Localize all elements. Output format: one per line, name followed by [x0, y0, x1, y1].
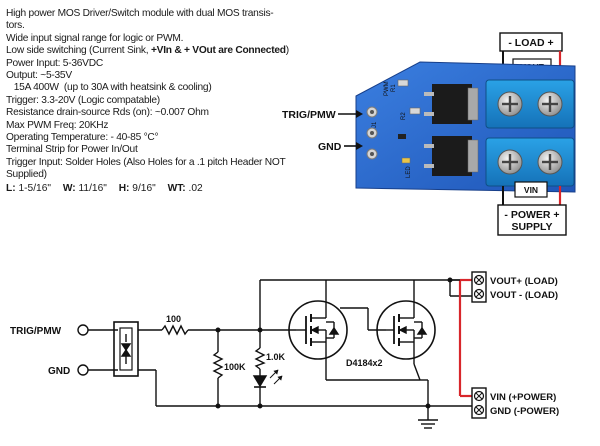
gnd-minus-label: GND (-POWER): [490, 406, 559, 417]
terminal-block-top: [485, 79, 575, 129]
dim-h-value: 9/16": [132, 182, 156, 194]
r100k-label: 100K: [224, 362, 246, 372]
spec-text: ): [285, 45, 289, 57]
spec-line: Max PWM Freq: 20KHz: [6, 119, 109, 131]
vin-label: VIN: [524, 185, 538, 195]
silk-r1: R1: [391, 84, 397, 92]
mosfet-bottom: [424, 136, 479, 176]
mosfet-1: [288, 296, 348, 364]
load-box: - LOAD +: [499, 32, 563, 52]
power-label: - POWER +: [504, 209, 559, 221]
led-part: [401, 157, 411, 164]
resistor-100k: [212, 351, 224, 379]
board-gnd-label: GND: [318, 141, 342, 153]
spec-text: Low side switching (Current Sink,: [6, 45, 151, 57]
spec-line: Output: ~5-35V: [6, 70, 72, 82]
spec-line: Trigger: 3.3-20V (Logic compatable): [6, 94, 160, 106]
smd-resistor: [409, 107, 421, 115]
header-connector: [113, 321, 139, 377]
resistor-100: [161, 324, 189, 336]
arrow-head: [356, 110, 363, 118]
silk-j1: J1: [372, 121, 378, 128]
arrow-head: [356, 142, 363, 150]
gnd-input-terminal: [77, 364, 89, 376]
dim-h-label: H:: [118, 182, 130, 194]
resistor-1k: [254, 347, 266, 370]
mosfet-top: [424, 84, 479, 124]
power-box: - POWER + SUPPLY: [497, 204, 567, 236]
spec-line: Trigger Input: Solder Holes (Also Holes …: [6, 156, 286, 168]
spec-line: Resistance drain-source Rds (on): ~0.007…: [6, 107, 209, 119]
power-wires: [502, 186, 562, 205]
r1k-label: 1.0K: [266, 352, 286, 362]
supply-label: SUPPLY: [511, 221, 552, 233]
sch-gnd-label: GND: [48, 366, 70, 377]
trig-input-terminal: [77, 324, 89, 336]
silk-pwm: PWM: [384, 81, 390, 96]
spec-line: tors.: [6, 20, 25, 32]
load-label: - LOAD +: [508, 37, 553, 49]
spec-bold-text: +VIn & + VOut are Connected: [150, 45, 286, 57]
mos-board: PWM J1 R1 R2 LED: [355, 61, 576, 193]
mosfet-2: [376, 296, 436, 364]
vout-plus-label: VOUT+ (LOAD): [490, 276, 558, 287]
vin-label-group: VIN: [514, 181, 548, 198]
spec-line: 15A 400W (up to 30A with heatsink & cool…: [6, 82, 212, 94]
mosfet-label: D4184x2: [346, 358, 383, 368]
led-symbol: [252, 375, 268, 388]
dim-wt-label: WT:: [167, 182, 186, 194]
spec-line: High power MOS Driver/Switch module with…: [6, 8, 274, 19]
silk-led: LED: [406, 166, 412, 178]
dim-wt-value: .02: [188, 182, 203, 194]
dim-l-label: L:: [6, 182, 16, 194]
silk-r2: R2: [401, 112, 407, 120]
spec-line: Terminal Strip for Power In/Out: [6, 144, 138, 156]
schematic: [77, 277, 472, 429]
sch-trig-label: TRIG/PMW: [10, 326, 62, 337]
smd-part: [398, 134, 406, 139]
spec-line: Low side switching (Current Sink, +VIn &…: [6, 45, 306, 57]
spec-line: Supplied): [6, 169, 47, 181]
output-terminals: [471, 271, 487, 303]
dim-w-value: 11/16": [78, 182, 107, 194]
smd-resistor: [397, 79, 409, 87]
spec-list: High power MOS Driver/Switch module with…: [6, 8, 306, 195]
dim-l-value: 1-5/16": [18, 182, 51, 194]
vin-plus-label: VIN (+POWER): [490, 392, 556, 403]
spec-line: Wide input signal range for logic or PWM…: [6, 32, 184, 44]
vout-minus-label: VOUT - (LOAD): [490, 290, 558, 301]
terminal-block-bottom: [485, 137, 575, 187]
spec-line: Power Input: 5-36VDC: [6, 57, 103, 69]
r100-label: 100: [166, 314, 181, 324]
spec-line: Operating Temperature: - 40-85 °C°: [6, 132, 159, 144]
input-terminals: [471, 387, 487, 419]
red-wires: [458, 278, 472, 398]
board-trig-label: TRIG/PMW: [282, 109, 336, 121]
dimensions: L: 1-5/16" W: 11/16" H: 9/16" WT: .02: [6, 183, 306, 195]
dim-w-label: W:: [62, 182, 76, 194]
